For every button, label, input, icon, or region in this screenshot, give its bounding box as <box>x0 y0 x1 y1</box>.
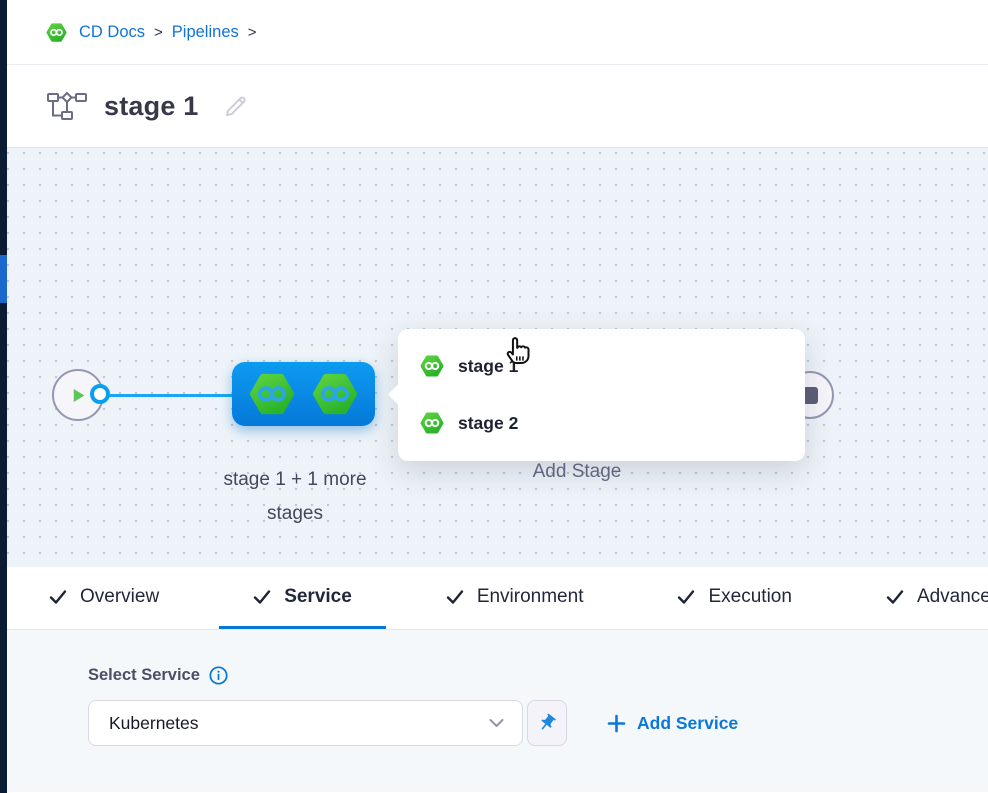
check-icon <box>49 589 67 605</box>
breadcrumb-link-pipelines[interactable]: Pipelines <box>171 22 239 41</box>
check-icon <box>677 589 695 605</box>
edge-connector-dot[interactable] <box>90 384 110 404</box>
popup-stage-item[interactable]: stage 2 <box>420 404 805 442</box>
popup-stage-item[interactable]: stage 1 <box>420 337 805 385</box>
harness-stage-hexagon-icon <box>420 411 444 435</box>
breadcrumb-bar: CD Docs > Pipelines > <box>7 0 988 65</box>
harness-hexagon-icon <box>46 22 67 43</box>
pipeline-edge <box>104 393 232 397</box>
plus-icon <box>607 714 626 733</box>
check-icon <box>446 589 464 605</box>
pencil-icon <box>222 93 249 120</box>
stage-group-caption: stage 1 + 1 more stages <box>223 469 367 524</box>
breadcrumb-separator: > <box>154 23 163 41</box>
breadcrumb-separator: > <box>247 23 257 41</box>
harness-stage-hexagon-icon <box>249 371 295 417</box>
tab-advanced[interactable]: Advanced <box>852 567 988 629</box>
breadcrumb-link-project[interactable]: CD Docs <box>79 22 146 41</box>
breadcrumb: CD Docs > Pipelines > <box>46 22 257 43</box>
pipeline-canvas[interactable]: stage 1 + 1 more stages Add Stage stage … <box>7 148 988 567</box>
stop-icon <box>802 386 818 404</box>
harness-stage-hexagon-icon <box>420 354 444 378</box>
add-stage-label[interactable]: Add Stage <box>532 461 622 482</box>
service-select[interactable]: Kubernetes <box>88 700 523 746</box>
stage-config-tabs: Overview Service Environment Execution A… <box>7 567 988 630</box>
tab-execution[interactable]: Execution <box>643 567 825 629</box>
play-icon <box>69 386 88 405</box>
stage-list-popup: stage 1 stage 2 <box>398 329 805 461</box>
stage-header: stage 1 <box>7 65 988 148</box>
tab-service[interactable]: Service <box>219 567 386 629</box>
flowchart-icon <box>46 89 88 123</box>
pin-icon <box>537 713 557 733</box>
collapsed-nav-rail[interactable] <box>0 0 7 793</box>
popup-stage-label: stage 1 <box>458 355 519 376</box>
tab-overview[interactable]: Overview <box>15 567 193 629</box>
popup-stage-label: stage 2 <box>458 412 519 433</box>
pipeline-studio-page: CD Docs > Pipelines > stage 1 <box>7 0 988 793</box>
service-tab-panel: Select Service Kubernetes <box>7 630 988 792</box>
harness-stage-hexagon-icon <box>312 371 358 417</box>
check-icon <box>253 589 271 605</box>
nav-rail-active-indicator <box>0 255 7 303</box>
select-service-label: Select Service <box>88 666 200 684</box>
check-icon <box>886 589 904 605</box>
edit-stage-name-button[interactable] <box>222 93 249 120</box>
chevron-down-icon <box>489 718 504 728</box>
page-title: stage 1 <box>104 90 199 121</box>
tab-environment[interactable]: Environment <box>412 567 618 629</box>
add-service-label: Add Service <box>637 712 739 733</box>
pin-service-button[interactable] <box>527 700 567 746</box>
stage-group-node[interactable] <box>232 362 375 426</box>
service-select-value: Kubernetes <box>109 712 199 733</box>
add-service-button[interactable]: Add Service <box>607 713 738 734</box>
info-icon[interactable] <box>209 666 228 685</box>
